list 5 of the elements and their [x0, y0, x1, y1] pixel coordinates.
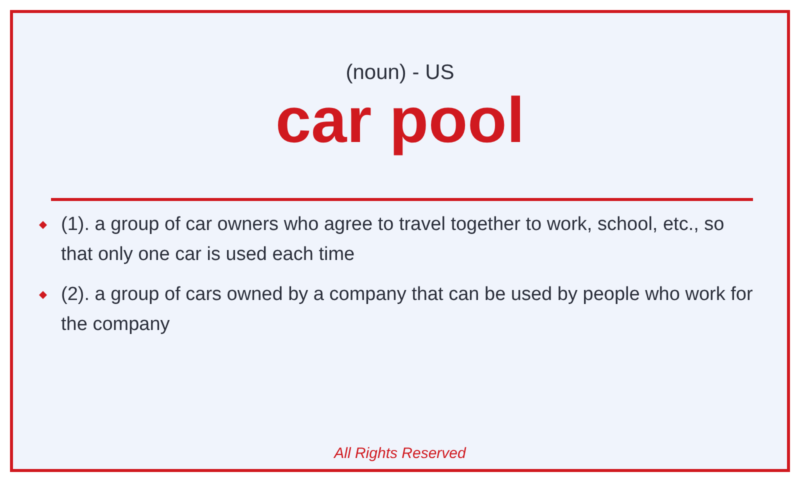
- headword: car pool: [276, 84, 524, 156]
- definition-text: (2). a group of cars owned by a company that can be used by people who work for the company: [61, 283, 754, 337]
- definition-text: (1). a group of car owners who agree to travel together to work, school, etc., so that only one car is used each time: [61, 213, 726, 267]
- part-of-speech: (noun) - US: [346, 61, 454, 84]
- copyright-note: All Rights Reserved: [334, 445, 466, 462]
